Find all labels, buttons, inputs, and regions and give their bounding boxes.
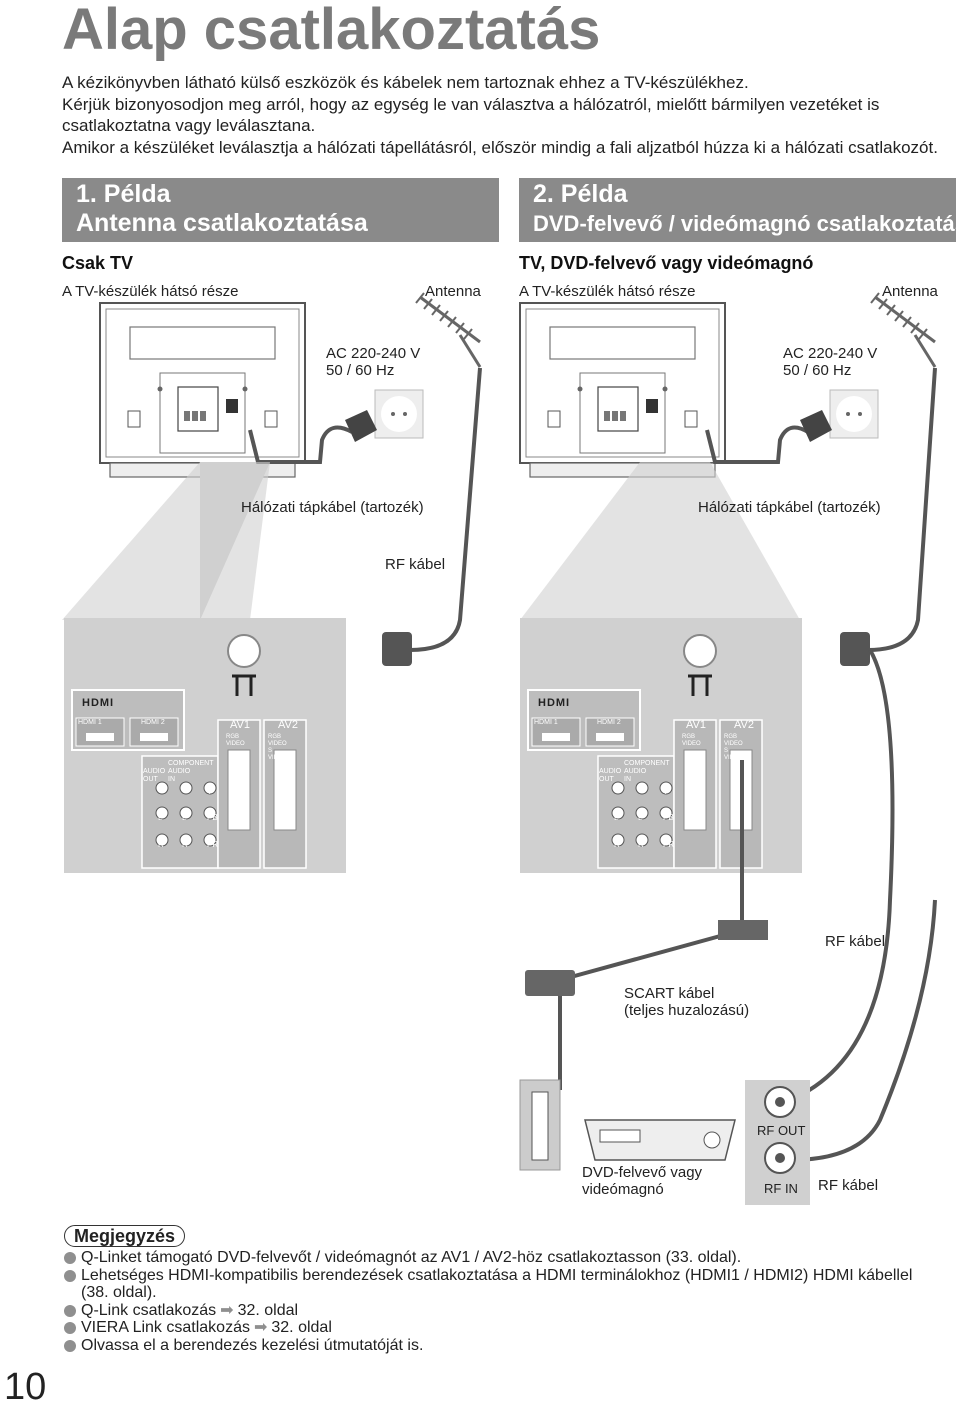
note-text: Lehetséges HDMI-kompatibilis berendezése…	[81, 1266, 913, 1302]
example1-power-cable-label: Hálózati tápkábel (tartozék)	[241, 499, 424, 516]
intro-line: Amikor a készüléket leválasztja a hálóza…	[62, 137, 938, 157]
hdmi1-label: HDMI 1	[78, 719, 102, 726]
example2-tv-back-label: A TV-készülék hátsó része	[519, 283, 696, 300]
av1-label: AV1	[230, 719, 250, 731]
av2-rgb-video-svideo-label: RGB VIDEO S VIDEO	[268, 734, 287, 761]
audio-out-l-label: L	[614, 813, 619, 822]
note-text: VIERA Link csatlakozás	[81, 1319, 250, 1336]
example1-subtitle: Csak TV	[62, 253, 134, 273]
note-item: Q-Linket támogató DVD-felvevőt / videóma…	[64, 1249, 944, 1267]
rf-in-label: RF IN	[764, 1181, 798, 1196]
example1-tv-back-label: A TV-készülék hátsó része	[62, 283, 239, 300]
audio-in-l-label: L	[638, 813, 643, 822]
example2-banner: 2. Példa DVD-felvevő / videómagnó csatla…	[519, 178, 960, 242]
audio-out-label: AUDIO OUT	[599, 768, 622, 783]
av2-label: AV2	[734, 719, 754, 731]
av1-rgb-video-label: RGB VIDEO	[682, 734, 701, 747]
hdmi-logo: HDMI	[538, 697, 571, 709]
intro-line: Kérjük bizonyosodjon meg arról, hogy az …	[62, 94, 880, 136]
audio-in-l-label: L	[182, 813, 187, 822]
hdmi1-label: HDMI 1	[534, 719, 558, 726]
note-item: Lehetséges HDMI-kompatibilis berendezése…	[64, 1267, 944, 1302]
audio-out-l-label: L	[158, 813, 163, 822]
notes-section: Megjegyzés Q-Linket támogató DVD-felvevő…	[64, 1225, 944, 1354]
scart-label-line2: (teljes huzalozású)	[624, 1002, 750, 1019]
component-y-label: Y	[207, 787, 213, 796]
example1-heading: Antenna csatlakoztatása	[76, 209, 368, 237]
component-pb-label: PB	[663, 813, 674, 822]
audio-out-r-label: R	[158, 840, 164, 849]
note-text: Q-Linket támogató DVD-felvevőt / videóma…	[81, 1249, 742, 1266]
page-title: Alap csatlakoztatás	[62, 0, 601, 62]
example2-antenna-label: Antenna	[882, 283, 938, 300]
example1-ac-line2: 50 / 60 Hz	[326, 362, 395, 379]
audio-in-label: AUDIO IN	[168, 768, 191, 783]
av2-label: AV2	[278, 719, 298, 731]
note-text: Olvassa el a berendezés kezelési útmutat…	[81, 1336, 424, 1354]
audio-in-r-label: R	[182, 840, 188, 849]
bullet-icon	[64, 1304, 76, 1317]
av1-label: AV1	[686, 719, 706, 731]
audio-in-label: AUDIO IN	[624, 768, 647, 783]
example1-number: 1. Példa	[76, 180, 171, 208]
audio-out-label: AUDIO OUT	[143, 768, 166, 783]
notes-title: Megjegyzés	[64, 1225, 186, 1247]
example1-rf-cable-label: RF kábel	[385, 556, 446, 573]
hdmi-logo: HDMI	[82, 697, 115, 709]
component-label: COMPONENT	[168, 760, 214, 767]
intro-text: A kézikönyvben látható külső eszközök és…	[62, 72, 942, 158]
note-item: Q-Link csatlakozás ➡ 32. oldal	[64, 1302, 944, 1320]
example2-heading: DVD-felvevő / videómagnó csatlakoztatása	[533, 211, 960, 236]
component-pr-label: PR	[207, 840, 219, 849]
note-ref: 32. oldal	[271, 1319, 332, 1336]
note-item: Olvassa el a berendezés kezelési útmutat…	[64, 1337, 944, 1355]
component-y-label: Y	[663, 787, 669, 796]
example2-power-cable-label: Hálózati tápkábel (tartozék)	[698, 499, 881, 516]
scart-label-line1: SCART kábel	[624, 985, 715, 1002]
example1-ac-line1: AC 220-240 V	[326, 345, 421, 362]
example1-banner: 1. Példa Antenna csatlakoztatása	[62, 178, 499, 242]
bullet-icon	[64, 1339, 76, 1352]
example2-number: 2. Példa	[533, 180, 628, 208]
hdmi2-label: HDMI 2	[597, 719, 621, 726]
intro-line: A kézikönyvben látható külső eszközök és…	[62, 73, 749, 92]
note-text: Q-Link csatlakozás	[81, 1301, 217, 1319]
component-label: COMPONENT	[624, 760, 670, 767]
av1-rgb-video-label: RGB VIDEO	[226, 734, 245, 747]
rf-out-label: RF OUT	[757, 1123, 806, 1138]
dvd-label-line1: DVD-felvevő vagy	[582, 1164, 703, 1181]
bullet-icon	[64, 1252, 76, 1264]
av2-rgb-video-svideo-label: RGB VIDEO S VIDEO	[724, 734, 743, 761]
dvd-label-line2: videómagnó	[582, 1181, 664, 1198]
bullet-icon	[64, 1322, 76, 1334]
hdmi2-label: HDMI 2	[141, 719, 165, 726]
audio-in-r-label: R	[638, 840, 644, 849]
example2-rf-cable-bottom-label: RF kábel	[818, 1177, 879, 1194]
arrow-right-icon: ➡	[253, 1319, 268, 1336]
example1-antenna-label: Antenna	[425, 283, 481, 300]
note-item: VIERA Link csatlakozás ➡ 32. oldal	[64, 1319, 944, 1337]
example2-subtitle: TV, DVD-felvevő vagy videómagnó	[519, 253, 814, 273]
audio-out-r-label: R	[614, 840, 620, 849]
note-ref: 32. oldal	[237, 1301, 299, 1319]
bullet-icon	[64, 1269, 76, 1282]
example2-ac-line1: AC 220-240 V	[783, 345, 878, 362]
arrow-right-icon: ➡	[220, 1301, 234, 1319]
page-number: 10	[4, 1366, 47, 1408]
example2-ac-line2: 50 / 60 Hz	[783, 362, 852, 379]
component-pb-label: PB	[207, 813, 218, 822]
component-pr-label: PR	[663, 840, 675, 849]
example2-rf-cable-top-label: RF kábel	[825, 933, 886, 950]
